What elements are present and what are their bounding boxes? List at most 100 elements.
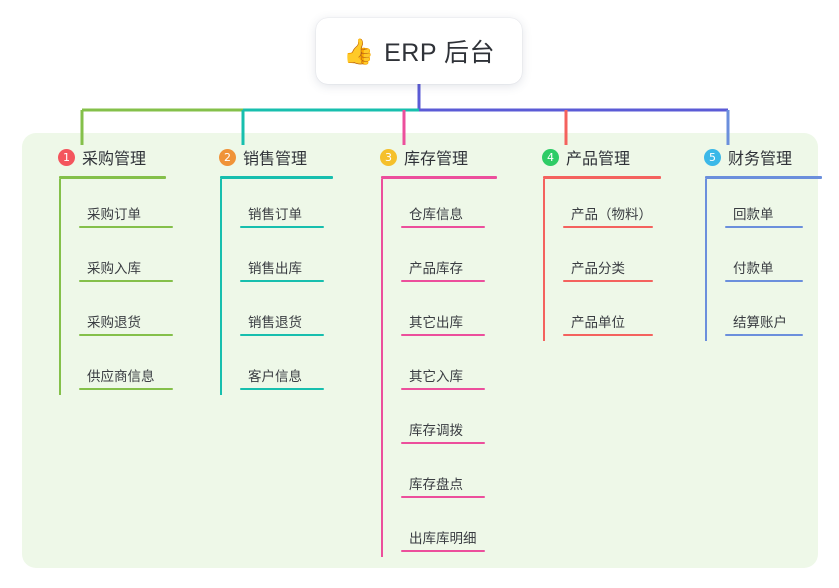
list-item-label: 销售退货 <box>248 315 302 330</box>
list-item[interactable]: 采购退货 <box>79 287 173 341</box>
list-item[interactable]: 供应商信息 <box>79 341 173 395</box>
list-item-label: 产品库存 <box>409 261 463 276</box>
list-item[interactable]: 产品库存 <box>401 233 485 287</box>
list-item-label: 销售订单 <box>248 207 302 222</box>
category-title: 产品管理 <box>566 151 631 168</box>
list-item[interactable]: 采购入库 <box>79 233 173 287</box>
list-item-underline <box>563 280 653 282</box>
list-item[interactable]: 客户信息 <box>240 341 324 395</box>
list-item-underline <box>401 496 485 498</box>
list-item-label: 付款单 <box>733 261 774 276</box>
list-item-underline <box>725 226 803 228</box>
category-badge-icon: 4 <box>542 148 559 166</box>
list-item[interactable]: 回款单 <box>725 179 803 233</box>
list-item-label: 采购订单 <box>87 207 141 222</box>
thumbs-up-icon: 👍 <box>342 36 375 66</box>
list-item[interactable]: 其它出库 <box>401 287 485 341</box>
list-item[interactable]: 结算账户 <box>725 287 803 341</box>
list-item[interactable]: 库存调拨 <box>401 395 485 449</box>
list-item-label: 结算账户 <box>733 315 787 330</box>
branch-spine <box>220 179 222 395</box>
branch-spine <box>705 179 707 341</box>
list-item-label: 库存调拨 <box>409 423 463 438</box>
category-header-4[interactable]: 4 产品管理 <box>524 145 648 169</box>
list-item[interactable]: 销售退货 <box>240 287 324 341</box>
category-header-2[interactable]: 2 销售管理 <box>201 145 319 169</box>
category-underline <box>381 176 497 179</box>
list-item-underline <box>725 280 803 282</box>
diagram-panel <box>22 133 818 568</box>
list-item-underline <box>563 334 653 336</box>
list-item-label: 其它入库 <box>409 369 463 384</box>
category-item-list: 回款单付款单结算账户 <box>705 179 803 341</box>
category-underline <box>220 176 333 179</box>
branch-spine <box>59 179 61 395</box>
list-item-underline <box>79 388 173 390</box>
list-item-underline <box>240 388 324 390</box>
list-item-label: 供应商信息 <box>87 369 155 384</box>
category-title: 采购管理 <box>82 151 147 168</box>
branch-spine <box>381 179 383 557</box>
branch-spine <box>543 179 545 341</box>
list-item[interactable]: 付款单 <box>725 233 803 287</box>
list-item[interactable]: 库存盘点 <box>401 449 485 503</box>
list-item-underline <box>401 388 485 390</box>
list-item-label: 产品单位 <box>571 315 625 330</box>
root-node[interactable]: 👍 ERP 后台 <box>316 18 522 84</box>
category-header-1[interactable]: 1 采购管理 <box>40 145 168 169</box>
category-badge-icon: 1 <box>58 148 75 166</box>
list-item-label: 回款单 <box>733 207 774 222</box>
category-item-list: 采购订单采购入库采购退货供应商信息 <box>59 179 173 395</box>
list-item-label: 仓库信息 <box>409 207 463 222</box>
list-item-underline <box>563 226 653 228</box>
category-title: 销售管理 <box>243 151 308 168</box>
category-column-5: 5 财务管理回款单付款单结算账户 <box>686 145 822 341</box>
list-item[interactable]: 产品分类 <box>563 233 653 287</box>
list-item[interactable]: 产品（物料） <box>563 179 653 233</box>
list-item[interactable]: 其它入库 <box>401 341 485 395</box>
list-item-label: 出库库明细 <box>409 531 477 546</box>
category-item-list: 销售订单销售出库销售退货客户信息 <box>220 179 324 395</box>
list-item-underline <box>401 550 485 552</box>
list-item-underline <box>401 226 485 228</box>
category-header-5[interactable]: 5 财务管理 <box>686 145 798 169</box>
list-item-underline <box>240 334 324 336</box>
root-title: ERP 后台 <box>384 39 496 67</box>
category-title: 财务管理 <box>728 151 793 168</box>
category-underline <box>705 176 822 179</box>
category-item-list: 产品（物料） 产品分类产品单位 <box>543 179 653 341</box>
category-column-4: 4 产品管理产品（物料） 产品分类产品单位 <box>524 145 661 341</box>
category-underline <box>59 176 166 179</box>
list-item-underline <box>401 280 485 282</box>
category-header-3[interactable]: 3 库存管理 <box>362 145 480 169</box>
list-item-underline <box>240 280 324 282</box>
list-item-underline <box>240 226 324 228</box>
list-item[interactable]: 仓库信息 <box>401 179 485 233</box>
list-item-label: 采购退货 <box>87 315 141 330</box>
category-underline <box>543 176 661 179</box>
category-badge-icon: 5 <box>704 148 721 166</box>
list-item-underline <box>725 334 803 336</box>
list-item-label: 采购入库 <box>87 261 141 276</box>
category-column-3: 3 库存管理仓库信息产品库存其它出库其它入库库存调拨库存盘点出库库明细 <box>362 145 497 557</box>
list-item[interactable]: 销售订单 <box>240 179 324 233</box>
list-item-underline <box>79 280 173 282</box>
list-item-underline <box>401 334 485 336</box>
category-title: 库存管理 <box>404 151 469 168</box>
list-item[interactable]: 采购订单 <box>79 179 173 233</box>
category-column-2: 2 销售管理销售订单销售出库销售退货客户信息 <box>201 145 333 395</box>
list-item-label: 销售出库 <box>248 261 302 276</box>
list-item-label: 库存盘点 <box>409 477 463 492</box>
list-item-underline <box>79 334 173 336</box>
list-item[interactable]: 销售出库 <box>240 233 324 287</box>
list-item[interactable]: 出库库明细 <box>401 503 485 557</box>
category-badge-icon: 2 <box>219 148 236 166</box>
list-item[interactable]: 产品单位 <box>563 287 653 341</box>
category-badge-icon: 3 <box>380 148 397 166</box>
category-column-1: 1 采购管理采购订单采购入库采购退货供应商信息 <box>40 145 173 395</box>
list-item-label: 产品分类 <box>571 261 625 276</box>
category-item-list: 仓库信息产品库存其它出库其它入库库存调拨库存盘点出库库明细 <box>381 179 485 557</box>
list-item-label: 其它出库 <box>409 315 463 330</box>
list-item-label: 产品（物料） <box>571 207 652 222</box>
